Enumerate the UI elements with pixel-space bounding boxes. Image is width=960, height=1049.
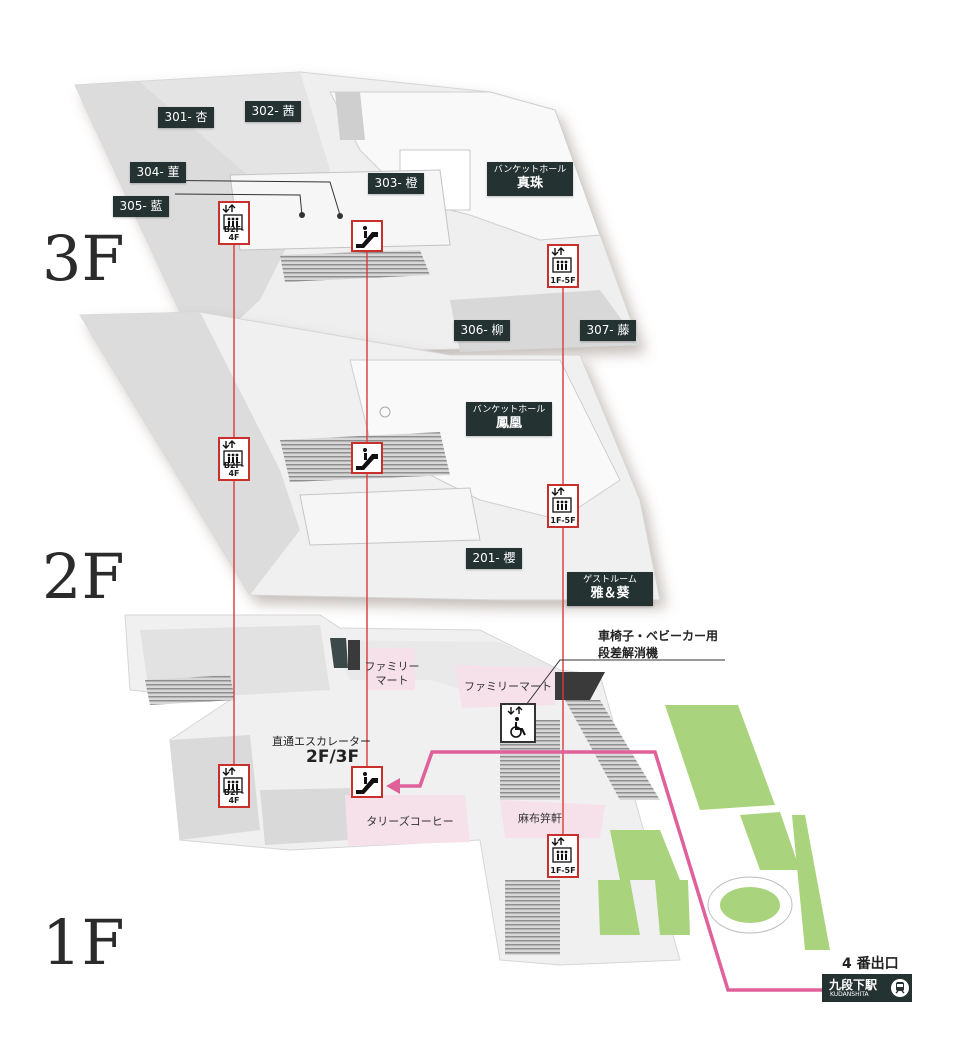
room-301[interactable]: 301- 杏 bbox=[158, 107, 214, 128]
direct-escalator-floors: 2F/3F bbox=[306, 747, 360, 767]
floor-1f-plate bbox=[124, 614, 681, 966]
room-302[interactable]: 302- 茜 bbox=[245, 101, 301, 122]
wheelchair-lift-title: 車椅子・ベビーカー用 bbox=[598, 629, 719, 643]
banquet-hall-label: バンケットホール bbox=[493, 165, 567, 175]
elevator-floors: 1F-5F bbox=[550, 276, 576, 285]
room-303[interactable]: 303- 橙 bbox=[368, 173, 424, 194]
escalator-glyph-icon bbox=[356, 448, 378, 470]
elevator-arrows-icon bbox=[222, 767, 243, 793]
banquet-hall-houou[interactable]: バンケットホール 鳳凰 bbox=[466, 402, 552, 436]
wheelchair-lift-icon[interactable] bbox=[500, 703, 536, 743]
train-icon bbox=[891, 979, 909, 997]
elevator-arrows-icon bbox=[222, 440, 243, 466]
room-201[interactable]: 201- 櫻 bbox=[466, 548, 522, 569]
room-304[interactable]: 304- 菫 bbox=[130, 162, 186, 183]
familymart-label: ファミリーマート bbox=[464, 680, 552, 693]
station-name-en: KUDANSHITA bbox=[830, 991, 869, 998]
station-badge[interactable]: 九段下駅 KUDANSHITA bbox=[822, 974, 912, 1002]
wheelchair-lift-subtitle: 段差解消機 bbox=[598, 646, 659, 660]
guest-room-label: ゲストルーム bbox=[583, 575, 637, 585]
elevator-icon[interactable]: B2F-4F bbox=[218, 437, 250, 481]
elevator-floors: B2F-4F bbox=[223, 225, 245, 242]
floor-label-3f: 3F bbox=[42, 222, 125, 295]
banquet-hall-shinju[interactable]: バンケットホール 真珠 bbox=[487, 162, 573, 196]
elevator-icon[interactable]: B2F-4F bbox=[218, 764, 250, 808]
escalator-icon[interactable] bbox=[351, 442, 383, 474]
tullys-coffee-label: タリーズコーヒー bbox=[366, 815, 454, 828]
elevator-arrows-icon bbox=[551, 837, 572, 863]
elevator-icon[interactable]: 1F-5F bbox=[547, 484, 579, 528]
route-arrow bbox=[386, 778, 400, 794]
banquet-hall-label: バンケットホール bbox=[472, 405, 546, 415]
walking-route bbox=[398, 750, 822, 992]
room-307[interactable]: 307- 藤 bbox=[580, 320, 636, 341]
azabu-kougaiken-label: 麻布笄軒 bbox=[518, 812, 562, 825]
lift-callout-line bbox=[525, 659, 725, 706]
elevator-floors: 1F-5F bbox=[550, 516, 576, 525]
elevator-icon[interactable]: 1F-5F bbox=[547, 244, 579, 288]
room-306[interactable]: 306- 柳 bbox=[454, 320, 510, 341]
vertical-connectors bbox=[233, 240, 564, 836]
wheelchair-icon bbox=[507, 706, 526, 738]
direct-escalator-label: 直通エスカレーター bbox=[272, 735, 371, 748]
elevator-icon[interactable]: 1F-5F bbox=[547, 834, 579, 878]
banquet-hall-name: 鳳凰 bbox=[495, 416, 522, 432]
elevator-floors: 1F-5F bbox=[550, 866, 576, 875]
exit-4-label: 4 番出口 bbox=[842, 956, 899, 972]
elevator-arrows-icon bbox=[222, 204, 243, 230]
park-area bbox=[598, 705, 830, 950]
banquet-hall-name: 真珠 bbox=[516, 176, 543, 192]
floor-label-2f: 2F bbox=[42, 540, 125, 613]
room-305[interactable]: 305- 藍 bbox=[113, 196, 169, 217]
guest-room-name: 雅＆葵 bbox=[590, 586, 630, 602]
escalator-icon[interactable] bbox=[351, 766, 383, 798]
floor-label-1f: 1F bbox=[42, 906, 125, 979]
escalator-icon[interactable] bbox=[351, 220, 383, 252]
elevator-icon[interactable]: B2F-4F bbox=[218, 201, 250, 245]
familymart-small-label: ファミリーマート bbox=[364, 660, 420, 688]
elevator-arrows-icon bbox=[551, 487, 572, 513]
guest-room-miyabi-aoi[interactable]: ゲストルーム 雅＆葵 bbox=[567, 572, 653, 606]
elevator-arrows-icon bbox=[551, 247, 572, 273]
station-name: 九段下駅 bbox=[829, 978, 878, 992]
elevator-floors: B2F-4F bbox=[223, 788, 245, 805]
escalator-glyph-icon bbox=[356, 226, 378, 248]
escalator-glyph-icon bbox=[356, 772, 378, 794]
elevator-floors: B2F-4F bbox=[223, 461, 245, 478]
